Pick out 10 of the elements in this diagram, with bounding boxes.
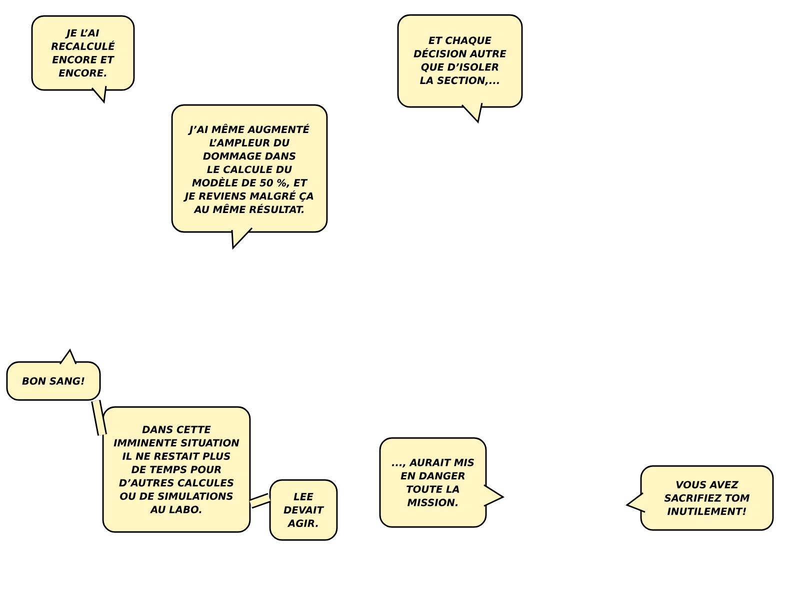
- speech-bubble: VOUS AVEZ SACRIFIEZ TOM INUTILEMENT!: [626, 465, 774, 531]
- speech-bubble: JE L’AI RECALCULÉ ENCORE ET ENCORE.: [31, 15, 135, 104]
- speech-bubble: ..., AURAIT MIS EN DANGER TOUTE LA MISSION.: [379, 437, 505, 528]
- speech-bubble: J’AI MÊME AUGMENTÉ L’AMPLEUR DU DOMMAGE DANS LE CALCULE DU MODÈLE DE 50 %, ET JE REVIENS MALGRÉ ÇA AU MÊME RÉSULTAT.: [171, 104, 328, 250]
- speech-bubble: LEE DEVAIT AGIR.: [269, 479, 338, 541]
- bubble-connector: [91, 400, 108, 436]
- speech-bubble: ET CHAQUE DÉCISION AUTRE QUE D’ISOLER LA SECTION,...: [397, 14, 523, 124]
- bubble-connector: [249, 493, 271, 509]
- speech-bubble: DANS CETTE IMMINENTE SITUATION IL NE RESTAIT PLUS DE TEMPS POUR D’AUTRES CALCULES OU DE SIMULATIONS AU LABO.: [102, 406, 251, 533]
- speech-bubble: BON SANG!: [6, 348, 101, 401]
